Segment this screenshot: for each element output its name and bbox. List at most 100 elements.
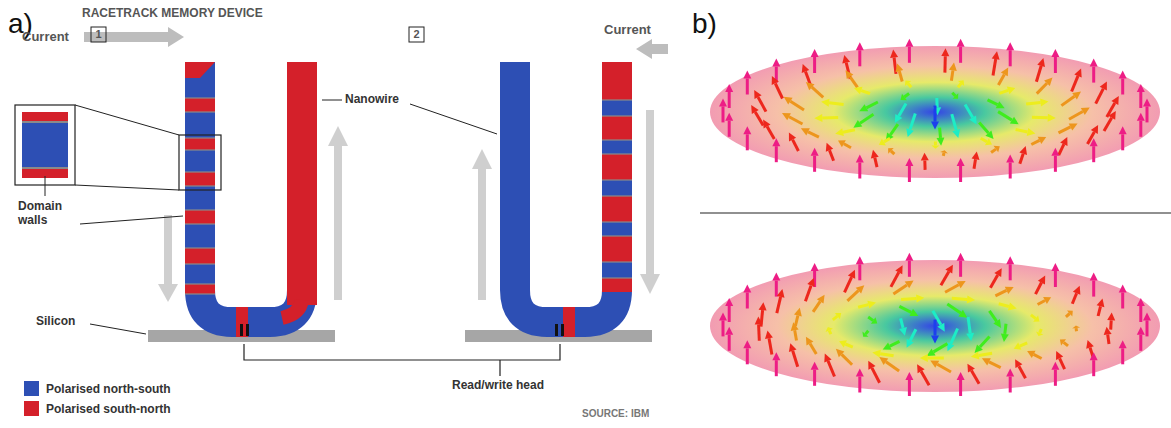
spin-arrow-head (1119, 126, 1127, 134)
spin-arrow-head (905, 280, 914, 288)
spin-arrow-shaft (746, 293, 749, 309)
spin-arrow-head (856, 369, 864, 377)
spin-arrow-head (940, 150, 948, 153)
spin-arrow-head (975, 344, 983, 353)
spin-arrow-shaft (789, 117, 803, 124)
spin-arrow-shaft (945, 285, 959, 292)
spin-arrow-shaft (959, 166, 962, 182)
spin-arrow-head (743, 340, 751, 348)
spin-arrow-head (957, 158, 965, 166)
spin-arrow-head (879, 357, 888, 365)
spin-arrow-shaft (1016, 130, 1028, 133)
spin-arrow-head (1137, 327, 1145, 335)
spin-arrow-head (1040, 99, 1048, 107)
spin-arrow-shaft (1121, 348, 1124, 364)
spin-arrow-shaft (767, 126, 774, 139)
skyrmion-disc (710, 46, 1160, 178)
spin-arrow-head (947, 342, 954, 351)
spin-arrow-head (1111, 96, 1118, 105)
spin-arrow-head (927, 349, 936, 357)
spin-arrow-shaft (884, 138, 890, 142)
spin-arrow-shaft (893, 285, 907, 294)
spin-arrow-head (772, 273, 780, 281)
spin-arrow-head (1090, 59, 1098, 67)
spin-arrow-shaft (1038, 301, 1045, 305)
spin-arrow-shaft (829, 330, 831, 334)
spin-arrow-shaft (934, 142, 937, 146)
spin-arrow-shaft (908, 47, 911, 63)
spin-arrow-shaft (1037, 83, 1047, 93)
spin-arrow-shaft (1036, 283, 1042, 295)
spin-arrow-shaft (1146, 320, 1149, 336)
spin-arrow-head (966, 333, 974, 341)
spin-arrow-shaft (1061, 96, 1074, 105)
spin-arrow-head (811, 263, 819, 271)
spin-arrow-shaft (1060, 358, 1065, 369)
spin-arrow-head (957, 39, 965, 47)
spin-arrow-head (958, 80, 964, 86)
spin-arrow-head (985, 130, 993, 139)
spin-arrow-shaft (995, 290, 1006, 296)
spin-arrow-head (937, 138, 945, 146)
spin-arrow-head (958, 310, 967, 318)
spin-arrow-head (945, 265, 953, 274)
spin-arrow-shaft (860, 114, 874, 123)
spin-arrow-head (905, 80, 911, 86)
spin-arrow-head (930, 360, 939, 367)
spin-arrow-shaft (1009, 264, 1012, 280)
spin-arrow-head (932, 145, 940, 148)
spin-arrow-head (743, 285, 751, 293)
spin-arrow-head (871, 317, 877, 324)
spin-arrow-head (1137, 84, 1145, 92)
spin-arrow-head (1038, 137, 1047, 144)
spin-arrow-head (1043, 297, 1051, 304)
spin-arrow-shaft (833, 316, 838, 320)
spin-arrow-head (842, 55, 850, 64)
spin-arrow-shaft (875, 158, 877, 168)
spin-arrow-head (853, 120, 862, 128)
spin-arrow-shaft (722, 106, 725, 122)
spin-arrow-head (1069, 123, 1078, 130)
spin-arrow-head (1097, 299, 1105, 308)
spin-arrow-shaft (968, 317, 970, 333)
spin-arrow-shaft (777, 297, 781, 313)
spin-arrow-shaft (1075, 328, 1078, 331)
spin-arrow-shaft (1092, 281, 1095, 297)
spin-arrow-head (801, 128, 810, 135)
spin-arrow-shaft (999, 304, 1009, 307)
spin-arrow-shaft (1040, 329, 1042, 333)
read-write-head (240, 324, 564, 336)
spin-arrow-head (802, 64, 810, 73)
spin-arrow-shaft (959, 380, 962, 396)
spin-arrow-head (895, 265, 902, 274)
spin-arrow-shaft (941, 272, 949, 286)
spin-arrow-head (921, 153, 929, 161)
panel-number-box (91, 27, 106, 42)
spin-arrow-shaft (1139, 121, 1142, 137)
spin-arrow-head (1090, 273, 1098, 281)
spin-arrow-head (826, 327, 833, 332)
spin-arrow-head (846, 70, 854, 79)
spin-arrow-shaft (921, 371, 929, 385)
spin-arrow-head (957, 253, 965, 261)
spin-arrow-shaft (775, 360, 778, 376)
spin-arrow-head (811, 49, 819, 57)
spin-arrow-head (953, 93, 959, 99)
spin-arrow-shaft (1092, 67, 1095, 83)
spin-arrow-shaft (769, 338, 772, 354)
spin-arrow-head (772, 138, 780, 146)
spin-arrow-head (1086, 340, 1094, 349)
spin-arrow-head (759, 302, 767, 310)
spin-arrow-shaft (858, 163, 861, 179)
spin-arrow-head (994, 146, 1000, 153)
spin-arrow-shaft (901, 318, 903, 328)
spin-arrow-shaft (1054, 271, 1057, 287)
spin-arrow-shaft (890, 124, 898, 135)
legend-swatch (24, 401, 39, 416)
spin-arrow-head (1090, 138, 1098, 146)
spin-arrow-shaft (1054, 57, 1057, 73)
spin-arrow-shaft (828, 361, 835, 377)
spin-arrow-shaft (993, 59, 996, 75)
spin-arrow-shaft (872, 368, 880, 383)
spin-arrow-head (910, 309, 919, 316)
